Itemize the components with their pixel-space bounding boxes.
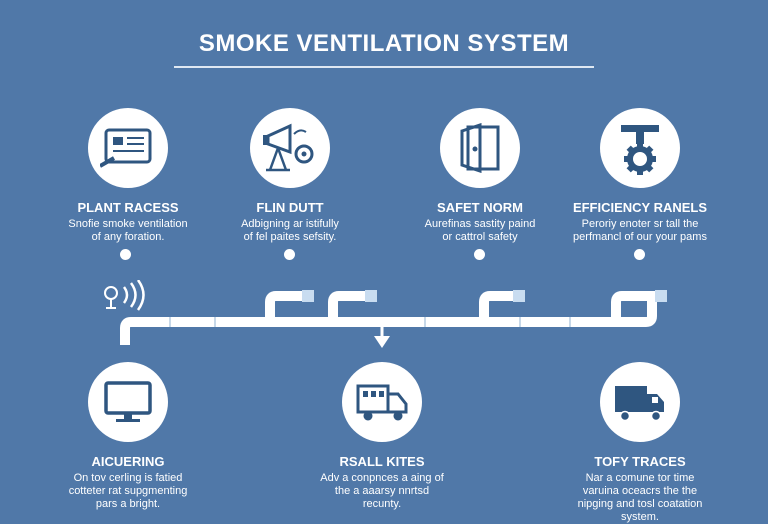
- tablet-screen-icon: [100, 128, 152, 168]
- door-icon: [460, 123, 500, 173]
- node-aicuering: AICUERING On tov cerling is fatied cotte…: [38, 362, 218, 511]
- node-title: PLANT RACESS: [77, 200, 179, 215]
- connector-dot: [120, 249, 131, 260]
- node-icon-circle: [88, 362, 168, 442]
- node-flin-dutt: FLIN DUTT Adbigning ar istifully of fel …: [200, 108, 380, 244]
- node-icon-circle: [88, 108, 168, 188]
- duct-joint-1: [302, 290, 314, 302]
- node-safet-norm: SAFET NORM Aurefinas sastity paind or ca…: [390, 108, 570, 244]
- branch-duct-3: [479, 291, 518, 322]
- duct-joints: [302, 290, 667, 302]
- node-efficiency-ranels: EFFICIENCY RANELS Peroriy enoter sr tall…: [550, 108, 730, 244]
- node-title: RSALL KITES: [339, 454, 425, 469]
- node-description: On tov cerling is fatied cotteter rat su…: [68, 472, 188, 510]
- sensor-signal-icon: [104, 280, 145, 311]
- node-icon-circle: [600, 362, 680, 442]
- branch-duct-1: [265, 291, 306, 322]
- node-description: Adv a conpnces a aing of the a aaarsy nn…: [320, 472, 444, 510]
- duct-pipe-network: [120, 290, 667, 348]
- megaphone-fan-icon: [263, 123, 314, 172]
- node-title: TOFY TRACES: [594, 454, 686, 469]
- delivery-truck-icon: [615, 386, 664, 422]
- node-title: AICUERING: [91, 454, 165, 469]
- node-description: Adbigning ar istifully of fel paites sef…: [241, 218, 339, 243]
- node-title: SAFET NORM: [437, 200, 523, 215]
- branch-duct-2: [328, 291, 369, 322]
- monitor-icon: [104, 381, 152, 422]
- connector-dot: [474, 249, 485, 260]
- duct-joint-3: [513, 290, 525, 302]
- node-description: Peroriy enoter sr tall the perfmancl of …: [573, 218, 707, 243]
- branch-duct-4: [611, 291, 660, 322]
- title-underline: [174, 66, 594, 68]
- node-description: Nar a comune tor time varuina oceacrs th…: [577, 472, 703, 523]
- page-title: SMOKE VENTILATION SYSTEM: [198, 30, 570, 57]
- node-rsall-kites: RSALL KITES Adv a conpnces a aing of the…: [292, 362, 472, 511]
- duct-joint-4: [655, 290, 667, 302]
- duct-joint-2: [365, 290, 377, 302]
- valve-gear-icon: [621, 125, 659, 175]
- node-description: Snofie smoke ventilation of any foration…: [68, 218, 188, 243]
- node-tofy-traces: TOFY TRACES Nar a comune tor time varuin…: [550, 362, 730, 524]
- node-icon-circle: [600, 108, 680, 188]
- truck-icon: [356, 384, 408, 421]
- node-title: FLIN DUTT: [256, 200, 324, 215]
- node-icon-circle: [250, 108, 330, 188]
- connector-dot: [634, 249, 645, 260]
- node-description: Aurefinas sastity paind or cattrol safet…: [424, 218, 536, 243]
- flow-arrow: [374, 326, 390, 348]
- main-duct: [120, 296, 657, 345]
- connector-dot: [284, 249, 295, 260]
- node-icon-circle: [342, 362, 422, 442]
- node-title: EFFICIENCY RANELS: [572, 200, 708, 215]
- node-icon-circle: [440, 108, 520, 188]
- node-plant-racess: PLANT RACESS Snofie smoke ventilation of…: [38, 108, 218, 244]
